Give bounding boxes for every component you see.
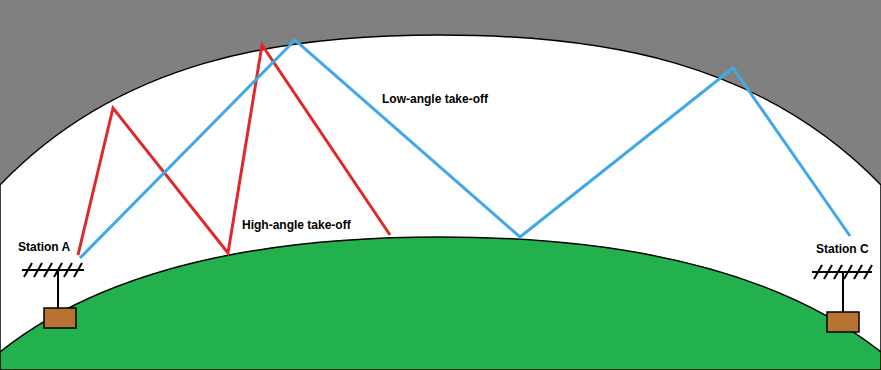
antenna-symbol [812, 265, 872, 312]
station-box [827, 312, 859, 332]
high-angle-ray [78, 45, 390, 255]
antenna-symbol [22, 263, 84, 308]
station-box [44, 308, 76, 328]
ray-label: High-angle take-off [240, 218, 353, 232]
station-label: Station C [814, 242, 871, 256]
ray-label: Low-angle take-off [380, 92, 490, 106]
low-angle-ray [80, 40, 850, 258]
station-label: Station A [16, 240, 72, 254]
sky-region [0, 35, 881, 370]
earth-surface [0, 237, 881, 370]
